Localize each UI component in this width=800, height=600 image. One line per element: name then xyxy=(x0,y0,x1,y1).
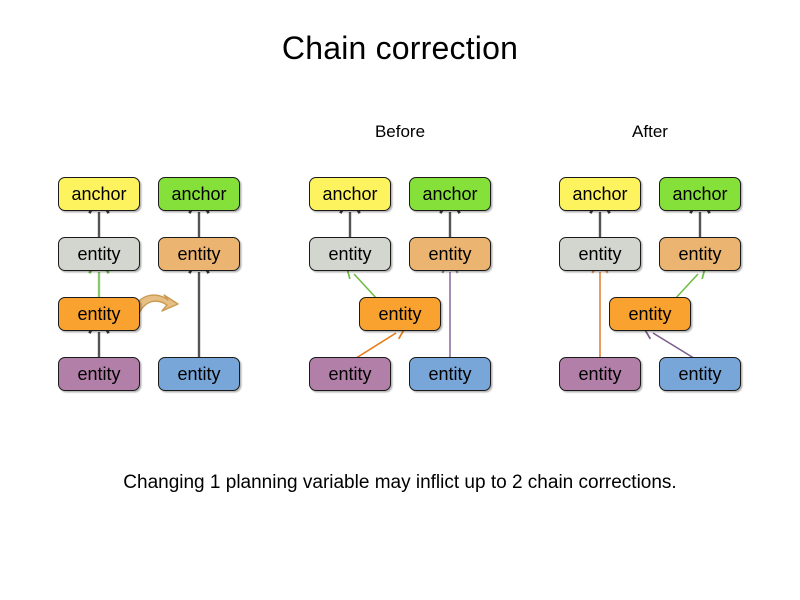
node-entity-blue-initial[interactable]: entity xyxy=(158,357,240,391)
node-entity-blue-before[interactable]: entity xyxy=(409,357,491,391)
phase-label-before: Before xyxy=(374,122,426,141)
node-anchor-yellow-after[interactable]: anchor xyxy=(559,177,641,211)
slide-caption: Changing 1 planning variable may inflict… xyxy=(123,472,677,493)
node-entity-grey-before[interactable]: entity xyxy=(309,237,391,271)
phase-label-after: After xyxy=(632,122,668,141)
node-entity-grey-initial[interactable]: entity xyxy=(58,237,140,271)
node-anchor-green-initial[interactable]: anchor xyxy=(158,177,240,211)
page-title: Chain correction xyxy=(281,30,519,66)
node-entity-purple-after[interactable]: entity xyxy=(559,357,641,391)
node-entity-tan-before[interactable]: entity xyxy=(409,237,491,271)
node-anchor-yellow-before[interactable]: anchor xyxy=(309,177,391,211)
node-entity-purple-before[interactable]: entity xyxy=(309,357,391,391)
node-entity-tan-after[interactable]: entity xyxy=(659,237,741,271)
edge-purple-to-orange-before xyxy=(352,333,396,361)
node-entity-orange-after[interactable]: entity xyxy=(609,297,691,331)
node-entity-purple-initial[interactable]: entity xyxy=(58,357,140,391)
node-entity-grey-after[interactable]: entity xyxy=(559,237,641,271)
node-anchor-green-before[interactable]: anchor xyxy=(409,177,491,211)
node-anchor-yellow-initial[interactable]: anchor xyxy=(58,177,140,211)
node-entity-blue-after[interactable]: entity xyxy=(659,357,741,391)
node-anchor-green-after[interactable]: anchor xyxy=(659,177,741,211)
node-entity-tan-initial[interactable]: entity xyxy=(158,237,240,271)
node-entity-orange-initial[interactable]: entity xyxy=(58,297,140,331)
node-entity-orange-before[interactable]: entity xyxy=(359,297,441,331)
edge-blue-to-orange-after xyxy=(653,333,698,361)
